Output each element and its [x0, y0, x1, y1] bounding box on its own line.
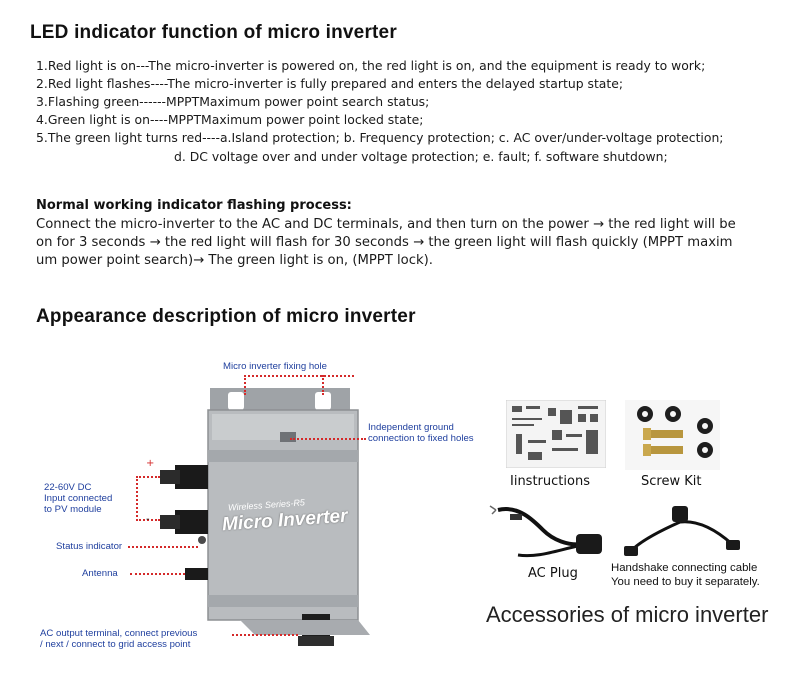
- dc-connector-negative: [175, 510, 208, 534]
- led-line-6: d. DC voltage over and under voltage pro…: [174, 149, 668, 164]
- antenna-label: Antenna: [82, 568, 118, 579]
- status-indicator-connector: [128, 546, 198, 548]
- fixing-hole-label: Micro inverter fixing hole: [223, 361, 327, 372]
- led-line-2: 2.Red light flashes----The micro-inverte…: [36, 76, 624, 91]
- ground-screw: [280, 432, 296, 442]
- ground-connector: [290, 438, 366, 440]
- handshake-label-line-2: You need to buy it separately.: [611, 576, 760, 588]
- ground-label: Independent ground connection to fixed h…: [368, 422, 508, 444]
- fixing-hole-connector-right: [322, 375, 324, 395]
- ac-output-label: AC output terminal, connect previous / n…: [40, 628, 197, 650]
- status-indicator-label: Status indicator: [56, 541, 123, 552]
- minus-sign: -: [146, 514, 150, 525]
- handshake-label: Handshake connecting cable You need to b…: [611, 561, 760, 589]
- handshake-label-line-1: Handshake connecting cable: [611, 562, 758, 574]
- micro-inverter-illustration: [160, 388, 370, 646]
- led-line-4: 4.Green light is on----MPPTMaximum power…: [36, 112, 424, 127]
- dc-input-line-3: to PV module: [44, 504, 102, 515]
- led-line-1: 1.Red light is on---The micro-inverter i…: [36, 58, 706, 73]
- ac-output-connector: [232, 634, 298, 636]
- ac-plug-label: AC Plug: [528, 566, 578, 581]
- appearance-title: Appearance description of micro inverter: [36, 306, 416, 327]
- dc-connector-positive: [175, 465, 208, 489]
- led-line-3: 3.Flashing green------MPPTMaximum power …: [36, 94, 430, 109]
- process-line-2: on for 3 seconds → the red light will fl…: [36, 235, 733, 250]
- ground-label-line-2: connection to fixed holes: [368, 433, 474, 444]
- dc-input-line-2: Input connected: [44, 493, 113, 504]
- dc-connector-bottom: [136, 519, 160, 521]
- process-line-1: Connect the micro-inverter to the AC and…: [36, 217, 736, 232]
- ac-plug-image: [489, 505, 602, 558]
- ac-output-line-1: AC output terminal, connect previous: [40, 628, 198, 639]
- ground-label-line-1: Independent ground: [368, 422, 454, 433]
- fixing-hole-left: [228, 392, 244, 410]
- screw-kit-image: [625, 400, 720, 470]
- antenna-connector: [130, 573, 185, 575]
- led-line-5: 5.The green light turns red----a.Island …: [36, 130, 724, 145]
- ac-output-line-2: / next / connect to grid access point: [40, 639, 191, 650]
- dc-input-label: 22-60V DC Input connected to PV module: [44, 482, 112, 515]
- fixing-hole-connector-h: [244, 375, 354, 377]
- dc-connector-vertical: [136, 476, 138, 521]
- dc-connector-top: [136, 476, 160, 478]
- status-led: [198, 536, 206, 544]
- accessories-title: Accessories of micro inverter: [486, 602, 769, 627]
- plus-sign: +: [146, 458, 155, 469]
- screw-kit-label: Screw Kit: [641, 474, 702, 489]
- fixing-hole-right: [315, 392, 331, 410]
- dc-input-line-1: 22-60V DC: [44, 482, 92, 493]
- instructions-image: [506, 400, 606, 468]
- process-title: Normal working indicator flashing proces…: [36, 198, 352, 213]
- fixing-hole-connector-left: [244, 375, 246, 395]
- antenna-stub: [185, 568, 208, 580]
- process-line-3: um power point search)→ The green light …: [36, 253, 433, 268]
- led-title: LED indicator function of micro inverter: [30, 22, 397, 43]
- handshake-cable-image: [624, 506, 740, 556]
- instructions-label: Iinstructions: [510, 474, 590, 489]
